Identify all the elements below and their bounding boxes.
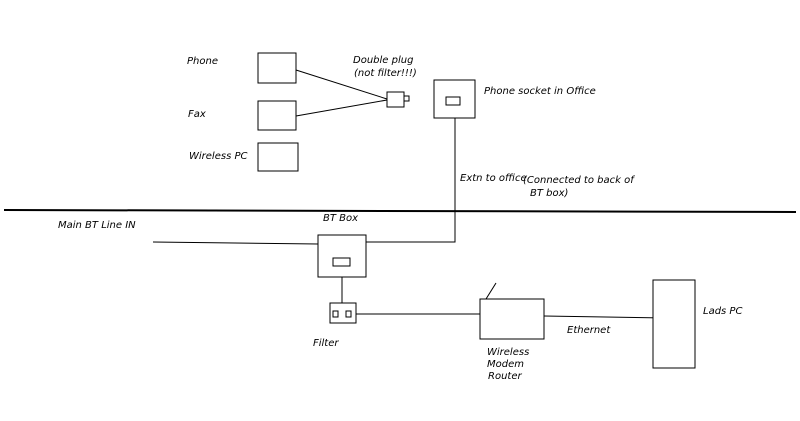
- main-line-wire: [152, 241, 319, 245]
- bt-box-label: BT Box: [323, 213, 358, 224]
- ethernet-label: Ethernet: [567, 325, 611, 336]
- lads-pc-box: [652, 279, 696, 369]
- fax-label: Fax: [188, 109, 206, 120]
- ethernet-wire: [543, 315, 667, 319]
- wireless-pc-box: [257, 142, 299, 172]
- bt-box: [317, 234, 367, 278]
- phone-box: [257, 52, 297, 84]
- filter-port-right: [345, 310, 352, 318]
- double-plug-box: [386, 91, 405, 108]
- fax-wire: [295, 99, 388, 117]
- router-antenna: [485, 282, 497, 300]
- phone-socket-label: Phone socket in Office: [484, 86, 596, 97]
- double-plug-note: (not filter!!!): [354, 68, 417, 79]
- connected-label: (Connected to back of: [523, 175, 635, 186]
- phone-wire: [295, 69, 388, 100]
- phone-label: Phone: [187, 56, 218, 67]
- wireless-pc-label: Wireless PC: [189, 151, 247, 162]
- router-label-2: Modem: [487, 359, 524, 370]
- router-label-1: Wireless: [487, 347, 529, 358]
- fax-box: [257, 100, 297, 131]
- extension-wire: [366, 118, 456, 243]
- double-plug-label: Double plug: [353, 55, 413, 66]
- extn-label: Extn to office: [460, 173, 527, 184]
- phone-socket-port: [445, 96, 461, 106]
- filter-box: [329, 302, 357, 324]
- main-line-label: Main BT Line IN: [58, 220, 136, 231]
- router-label-3: Router: [488, 371, 522, 382]
- double-plug-nub: [403, 95, 410, 102]
- connected-label-2: BT box): [530, 188, 568, 199]
- router-box: [479, 298, 545, 340]
- bt-box-port: [332, 257, 351, 267]
- divider-line: [3, 209, 797, 213]
- filter-port-left: [332, 310, 339, 318]
- lads-pc-label: Lads PC: [703, 306, 742, 317]
- filter-label: Filter: [313, 338, 339, 349]
